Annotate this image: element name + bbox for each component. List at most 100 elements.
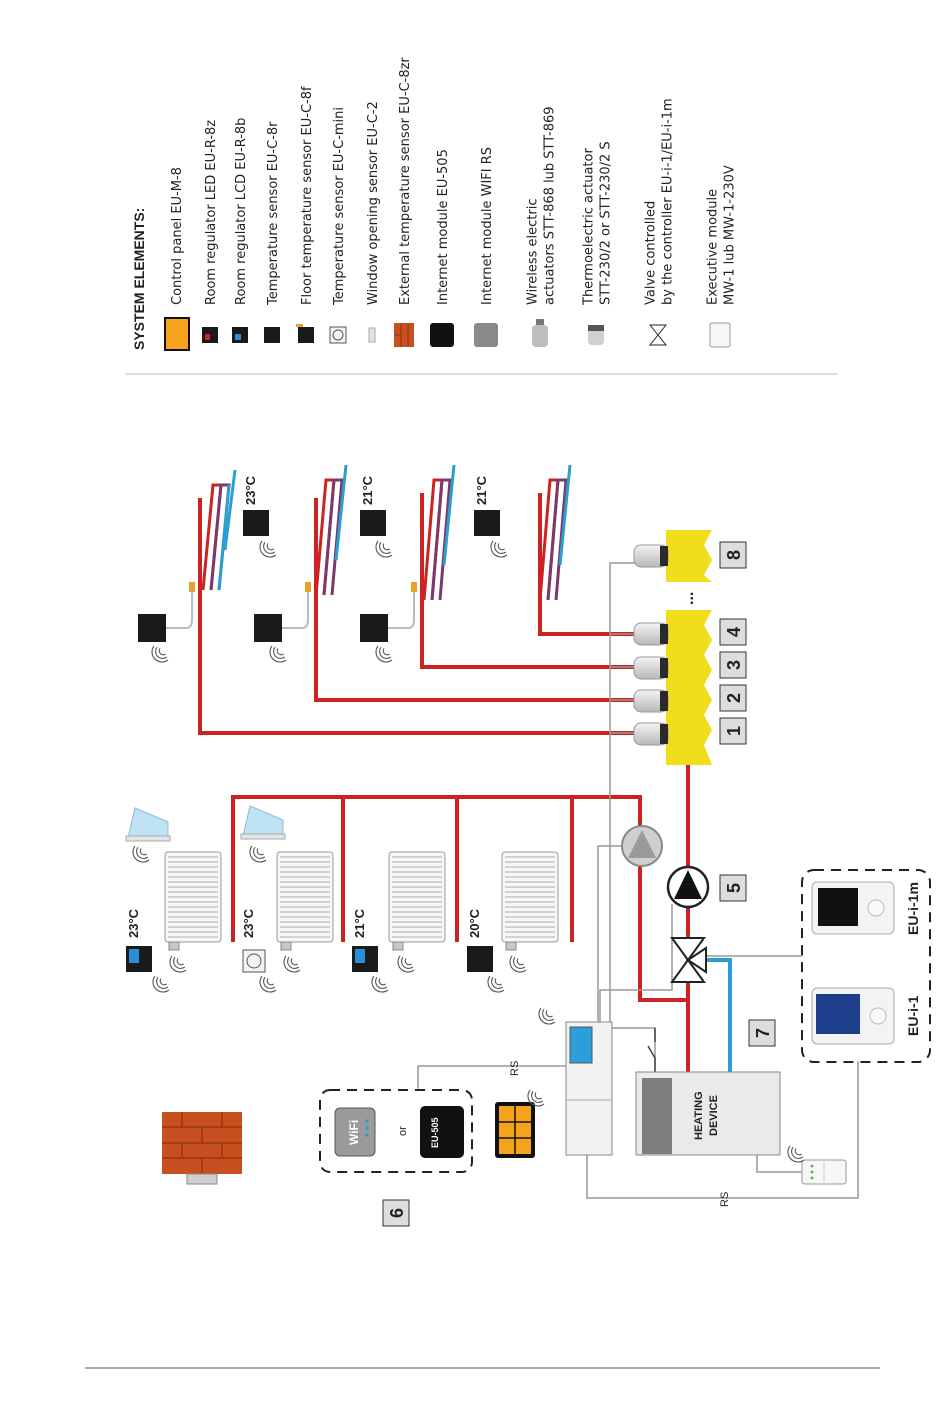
signal-waves [375,540,393,558]
rs-label-top: RS [509,1061,521,1076]
pump-number-5: 5 [719,874,747,902]
main-controller [565,1021,613,1156]
or-label: or [397,1126,409,1136]
temperature-sensor-icon [264,327,280,343]
radiator-4 [501,851,559,951]
legend-label: STT-230/2 or STT-230/2 S [599,141,614,305]
radiator-temp-4: 20°C [467,908,482,938]
radiator-3 [388,851,446,951]
legend-label: External temperature sensor EU-C-8zr [398,57,413,305]
legend-item: Window opening sensor EU-C-2 [366,101,381,343]
floor-sensor-3 [360,582,417,642]
floor-loop-2 [314,464,348,596]
controller-label-eu-i-1m: EU-i-1m [905,882,921,935]
signal-waves [269,645,287,663]
svg-text:5: 5 [724,883,744,893]
internet-modules: WiFi or EU-505 [319,1089,473,1173]
main-pump [666,865,710,909]
room-sensors-floor: 23°C 21°C 21°C [243,475,500,536]
executive-module-icon [709,322,731,348]
window-sensor-1 [125,807,171,842]
wire-actuators [609,562,637,1026]
mixing-valve [670,937,707,983]
legend-label: Thermoelectric actuator [582,148,597,306]
legend-label: Internet module EU-505 [436,149,451,305]
radiators [164,851,559,951]
floor-loop-1-pipe [198,498,634,735]
regulator-lcd-3 [352,946,378,972]
floor-loop-1 [201,469,237,591]
svg-text:2: 2 [724,693,744,703]
legend-label: Temperature sensor EU-C-mini [332,107,347,306]
pumps: 5 [621,825,747,983]
manifold-body-upper [666,530,712,582]
floor-sensor-2 [254,582,311,642]
radiator-temp-2: 23°C [241,908,256,938]
legend-item: Control panel EU-M-8 [164,167,190,351]
actuator-1 [633,722,669,746]
pipes [198,493,859,1199]
control-panel [495,1102,535,1158]
radiator-2 [276,851,334,951]
zone-number-8: 8 [719,541,747,569]
external-sensor-icon [394,323,414,347]
executive-module [801,1159,847,1185]
room-sensor-radiator-4 [467,946,493,972]
legend-item: Floor temperature sensor EU-C-8f [296,86,315,343]
legend-item: Internet module WIFI RS [474,147,498,347]
radiator-supply-pipe [231,795,642,1002]
svg-text:1: 1 [724,726,744,736]
room-sensor-1 [243,510,269,536]
svg-text:7: 7 [753,1028,773,1038]
legend-label: Control panel EU-M-8 [170,167,185,305]
wire-switch [611,1027,656,1073]
signal-waves [527,1089,545,1107]
svg-text:3: 3 [724,660,744,670]
valve-icon [648,324,668,346]
room-regulator-led-icon [202,327,218,343]
legend-label: Floor temperature sensor EU-C-8f [300,86,315,305]
window-sensor-icon [368,327,376,343]
actuator-3 [633,656,669,680]
manifold: ... [666,530,712,765]
wire-rs-top [417,1065,567,1089]
legend-item: Internet module EU-505 [430,149,454,347]
eu505-module: EU-505 [420,1106,464,1158]
legend-label: Temperature sensor EU-C-8r [266,121,281,306]
wifi-label: WiFi [347,1120,361,1145]
floor-heating-loops [201,464,572,601]
zone-number-3: 3 [719,651,747,679]
window-sensors [125,805,286,842]
wire-exec [756,1154,803,1173]
actuator-2 [633,689,669,713]
legend-label: Room regulator LCD EU-R-8b [234,118,249,305]
wire-pump-2 [597,845,623,1026]
manifold-body-lower [666,610,712,765]
wire-rs-bottom [586,1061,859,1199]
floor-loop-3-pipe [420,493,634,669]
rs-label-bottom: RS [719,1192,731,1207]
radiator-1 [164,851,222,951]
floor-loop-3 [422,464,456,601]
wire-main-pump [599,904,673,1026]
signal-waves [132,845,150,863]
legend-label: Valve controlled [644,201,659,305]
legend-item: External temperature sensor EU-C-8zr [394,57,414,347]
signal-waves [151,645,169,663]
legend-label: Executive module [706,189,721,305]
floor-loop-4-pipe [538,493,634,636]
manifold-actuators [633,544,669,746]
signal-waves [509,955,527,973]
signal-waves [259,540,277,558]
signal-waves [487,975,505,993]
svg-text:4: 4 [724,627,744,637]
eu505-label: EU-505 [430,1117,440,1148]
control-panel-icon [164,317,190,351]
floor-sensor-1 [138,582,195,642]
